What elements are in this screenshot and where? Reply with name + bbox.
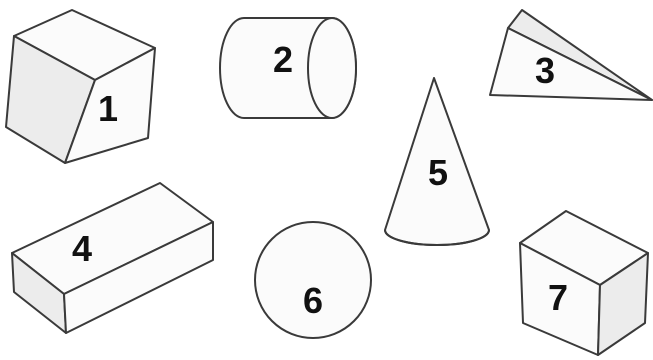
cuboid-shape: 7 (520, 211, 648, 355)
cylinder-end (308, 18, 356, 118)
shape-label-5: 5 (428, 152, 448, 193)
shape-label-4: 4 (72, 228, 92, 269)
shape-label-7: 7 (548, 277, 568, 318)
rectangular-prism-shape: 4 (12, 183, 213, 333)
shape-label-2: 2 (273, 39, 293, 80)
sphere-shape: 6 (255, 222, 371, 338)
cube-shape: 1 (6, 10, 155, 163)
cone-shape: 5 (385, 78, 489, 245)
pyramid-front-face (490, 28, 652, 100)
triangular-pyramid-shape: 3 (490, 10, 652, 100)
shape-label-6: 6 (303, 280, 323, 321)
shape-label-3: 3 (535, 50, 555, 91)
shape-label-1: 1 (98, 88, 118, 129)
cylinder-shape: 2 (220, 18, 356, 118)
